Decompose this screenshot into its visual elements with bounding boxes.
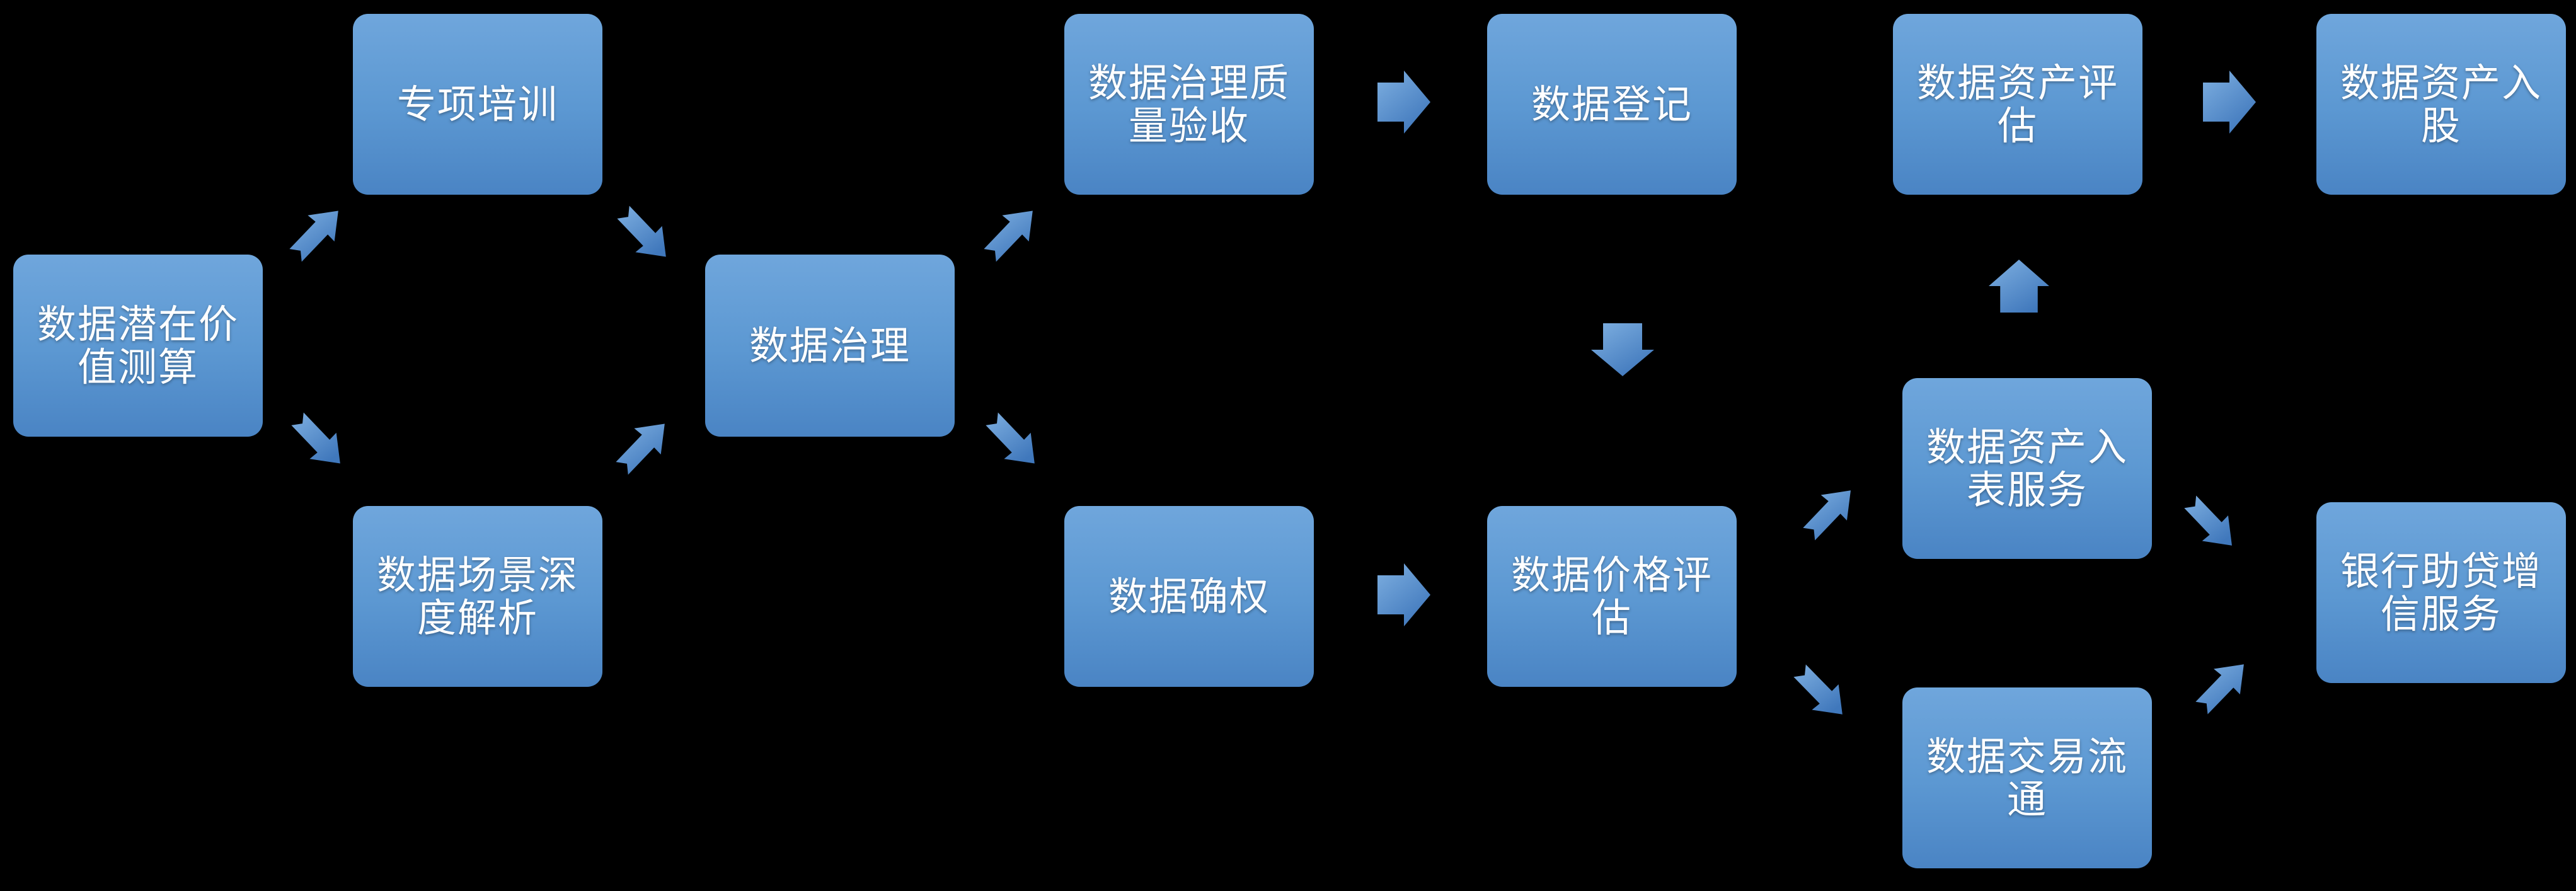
flow-arrow-asset-entry-to-asset-evaluation [1989, 260, 2049, 313]
flow-arrow-data-governance-to-quality-acceptance [981, 207, 1037, 265]
flow-node-label-special-training: 专项培训 [396, 81, 558, 127]
flow-arrow-asset-entry-to-bank-credit [2182, 493, 2236, 549]
flow-arrow-scenario-analysis-to-data-governance [613, 420, 669, 478]
bent-down-arrow-icon [617, 205, 666, 257]
flow-node-label-asset-evaluation: 数据资产评 估 [1916, 59, 2119, 149]
flow-node-price-evaluation: 数据价格评 估 [1487, 506, 1737, 687]
flow-arrow-potential-value-to-special-training [287, 207, 342, 265]
flow-arrow-price-evaluation-to-asset-entry [1800, 486, 1854, 543]
flow-node-rights-confirmation: 数据确权 [1064, 506, 1314, 687]
flow-node-label-price-evaluation: 数据价格评 估 [1510, 551, 1713, 641]
flow-node-label-asset-entry: 数据资产入 表服务 [1926, 423, 2128, 513]
right-arrow-icon [1377, 71, 1430, 134]
flow-node-bank-credit: 银行助贷增 信服务 [2316, 502, 2566, 683]
flow-arrow-data-registration-to-price-evaluation [1591, 323, 1654, 376]
bent-down-arrow-icon [291, 412, 340, 464]
flow-node-label-scenario-analysis: 数据场景深 度解析 [376, 551, 578, 641]
flow-node-label-asset-investment: 数据资产入 股 [2340, 59, 2542, 149]
flow-node-label-rights-confirmation: 数据确权 [1108, 573, 1270, 619]
flow-arrow-trading-circulation-to-bank-credit [2193, 660, 2248, 717]
bent-down-arrow-icon [1793, 664, 1843, 715]
bent-up-arrow-icon [289, 210, 338, 262]
bent-down-arrow-icon [2184, 495, 2232, 546]
flow-node-special-training: 专项培训 [353, 14, 602, 195]
flow-node-asset-investment: 数据资产入 股 [2316, 14, 2566, 195]
right-arrow-icon [1377, 563, 1430, 626]
bent-down-arrow-icon [986, 412, 1035, 464]
right-arrow-icon [2203, 71, 2256, 134]
flow-node-label-bank-credit: 银行助贷增 信服务 [2340, 548, 2542, 637]
flow-node-scenario-analysis: 数据场景深 度解析 [353, 506, 602, 687]
up-arrow-icon [1989, 260, 2049, 313]
bent-up-arrow-icon [984, 210, 1033, 262]
flow-arrow-potential-value-to-scenario-analysis [289, 410, 344, 468]
flow-node-asset-entry: 数据资产入 表服务 [1902, 378, 2152, 559]
flow-node-label-quality-acceptance: 数据治理质 量验收 [1088, 59, 1290, 149]
flow-arrow-price-evaluation-to-trading-circulation [1791, 662, 1846, 718]
flow-node-label-potential-value: 数据潜在价 值测算 [37, 301, 239, 390]
flow-arrow-data-governance-to-rights-confirmation [983, 410, 1038, 468]
down-arrow-icon [1591, 323, 1654, 376]
bent-up-arrow-icon [616, 423, 665, 475]
flow-node-data-registration: 数据登记 [1487, 14, 1737, 195]
flow-arrow-rights-confirmation-to-price-evaluation [1377, 563, 1430, 626]
flow-node-label-data-governance: 数据治理 [749, 322, 911, 369]
flow-arrow-asset-evaluation-to-asset-investment [2203, 71, 2256, 134]
flow-node-quality-acceptance: 数据治理质 量验收 [1064, 14, 1314, 195]
flow-node-asset-evaluation: 数据资产评 估 [1893, 14, 2142, 195]
flow-node-label-data-registration: 数据登记 [1531, 81, 1693, 127]
flow-arrow-special-training-to-data-governance [614, 203, 670, 261]
flow-node-label-trading-circulation: 数据交易流 通 [1926, 733, 2128, 822]
flow-node-potential-value: 数据潜在价 值测算 [13, 255, 263, 437]
bent-up-arrow-icon [2195, 664, 2244, 715]
flow-node-data-governance: 数据治理 [705, 255, 955, 437]
bent-up-arrow-icon [1803, 490, 1851, 541]
flow-node-trading-circulation: 数据交易流 通 [1902, 687, 2152, 868]
flow-arrow-quality-acceptance-to-data-registration [1377, 71, 1430, 134]
